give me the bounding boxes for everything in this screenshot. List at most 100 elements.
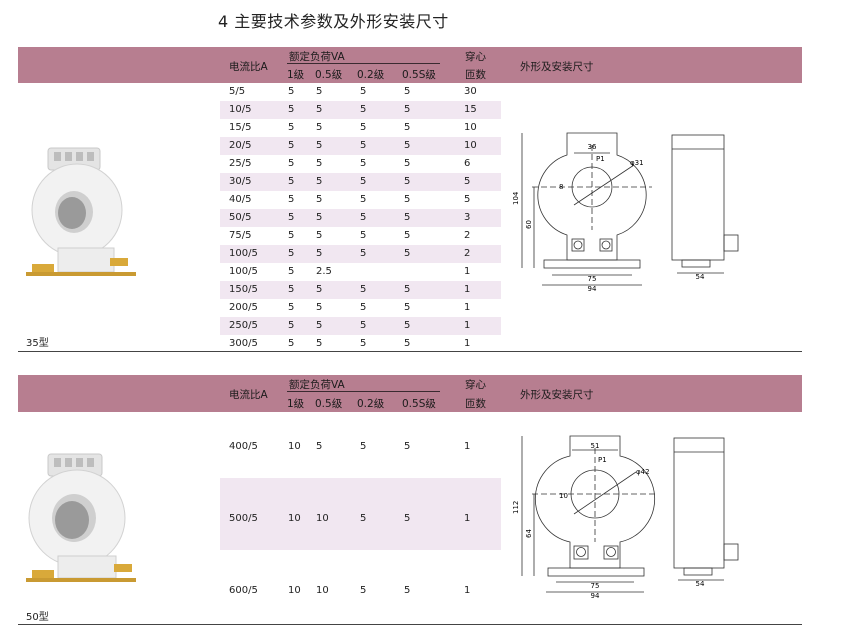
cell-c05s: 5: [404, 338, 411, 349]
cell-c02: 5: [360, 230, 367, 241]
cell-turns: 1: [464, 266, 471, 277]
dimension-drawing-50: 51 φ42 P1 10 112 64 75 94 54: [512, 435, 739, 600]
cell-c05: 5: [316, 212, 323, 223]
header-ratio: 电流比A: [229, 389, 268, 401]
cell-turns: 10: [464, 140, 477, 151]
dimension-drawing-35: 36 φ31 P1 8 104 60 75 94 54: [512, 132, 739, 293]
cell-c05s: 5: [404, 158, 411, 169]
cell-c1: 5: [288, 122, 295, 133]
dim-94: 94: [591, 592, 600, 600]
dim-36: 36: [588, 143, 597, 151]
cell-c05: 10: [316, 513, 329, 524]
header-class05: 0.5级: [315, 398, 343, 410]
cell-c05: 5: [316, 140, 323, 151]
cell-turns: 30: [464, 86, 477, 97]
cell-c02: 5: [360, 104, 367, 115]
cell-turns: 1: [464, 338, 471, 349]
cell-turns: 5: [464, 194, 471, 205]
cell-ratio: 100/5: [229, 266, 258, 277]
header-underline: [287, 391, 440, 392]
header-dims: 外形及安装尺寸: [520, 389, 594, 401]
header-burden: 额定负荷VA: [289, 51, 345, 63]
cell-ratio: 20/5: [229, 140, 252, 151]
cell-c05: 5: [316, 122, 323, 133]
cell-c05: 5: [316, 194, 323, 205]
product-photo-50: [26, 453, 136, 582]
cell-ratio: 300/5: [229, 338, 258, 349]
cell-turns: 1: [464, 302, 471, 313]
cell-ratio: 500/5: [229, 513, 258, 524]
cell-turns: 3: [464, 212, 471, 223]
cell-c05: 5: [316, 302, 323, 313]
cell-c02: 5: [360, 158, 367, 169]
header-turns-top: 穿心: [465, 379, 486, 391]
cell-turns: 2: [464, 230, 471, 241]
cell-c05s: 5: [404, 513, 411, 524]
cell-c02: 5: [360, 176, 367, 187]
cell-c02: 5: [360, 284, 367, 295]
header-ratio: 电流比A: [229, 61, 268, 73]
cell-c05: 5: [316, 230, 323, 241]
cell-turns: 1: [464, 585, 471, 596]
cell-c05s: 5: [404, 122, 411, 133]
dim-112: 112: [512, 501, 520, 514]
dim-64: 64: [525, 529, 533, 538]
cell-turns: 10: [464, 122, 477, 133]
cell-ratio: 400/5: [229, 441, 258, 452]
cell-c1: 5: [288, 320, 295, 331]
cell-ratio: 50/5: [229, 212, 252, 223]
cell-c05s: 5: [404, 140, 411, 151]
cell-c05s: 5: [404, 212, 411, 223]
cell-c05s: 5: [404, 320, 411, 331]
cell-turns: 5: [464, 176, 471, 187]
cell-ratio: 75/5: [229, 230, 252, 241]
dim-p1: P1: [596, 155, 605, 163]
cell-turns: 1: [464, 284, 471, 295]
cell-c05: 5: [316, 441, 323, 452]
cell-turns: 6: [464, 158, 471, 169]
cell-ratio: 150/5: [229, 284, 258, 295]
cell-c1: 5: [288, 284, 295, 295]
cell-c1: 10: [288, 513, 301, 524]
dim-p1: P1: [598, 456, 607, 464]
dim-8: 8: [559, 183, 563, 191]
cell-c05s: 5: [404, 302, 411, 313]
cell-turns: 1: [464, 320, 471, 331]
page-title: 4 主要技术参数及外形安装尺寸: [218, 12, 449, 31]
cell-ratio: 600/5: [229, 585, 258, 596]
cell-c1: 5: [288, 140, 295, 151]
cell-c02: 5: [360, 585, 367, 596]
header-burden: 额定负荷VA: [289, 379, 345, 391]
cell-c1: 5: [288, 338, 295, 349]
dim-51: 51: [591, 442, 600, 450]
cell-c05s: 5: [404, 585, 411, 596]
dim-94: 94: [588, 285, 597, 293]
cell-c1: 5: [288, 302, 295, 313]
cell-c05: 5: [316, 86, 323, 97]
cell-ratio: 10/5: [229, 104, 252, 115]
dim-54: 54: [696, 580, 705, 588]
dim-54: 54: [696, 273, 705, 281]
cell-c1: 5: [288, 158, 295, 169]
cell-c1: 5: [288, 194, 295, 205]
cell-c05: 2.5: [316, 266, 332, 277]
cell-c05s: 5: [404, 176, 411, 187]
cell-c05s: 5: [404, 194, 411, 205]
cell-ratio: 200/5: [229, 302, 258, 313]
cell-ratio: 15/5: [229, 122, 252, 133]
table-header-50: 电流比A 额定负荷VA 1级 0.5级 0.2级 0.5S级 穿心 匝数 外形及…: [18, 375, 802, 412]
cell-c05s: 5: [404, 230, 411, 241]
header-underline: [287, 63, 440, 64]
cell-ratio: 5/5: [229, 86, 246, 97]
cell-c02: 5: [360, 194, 367, 205]
header-dims: 外形及安装尺寸: [520, 61, 594, 73]
